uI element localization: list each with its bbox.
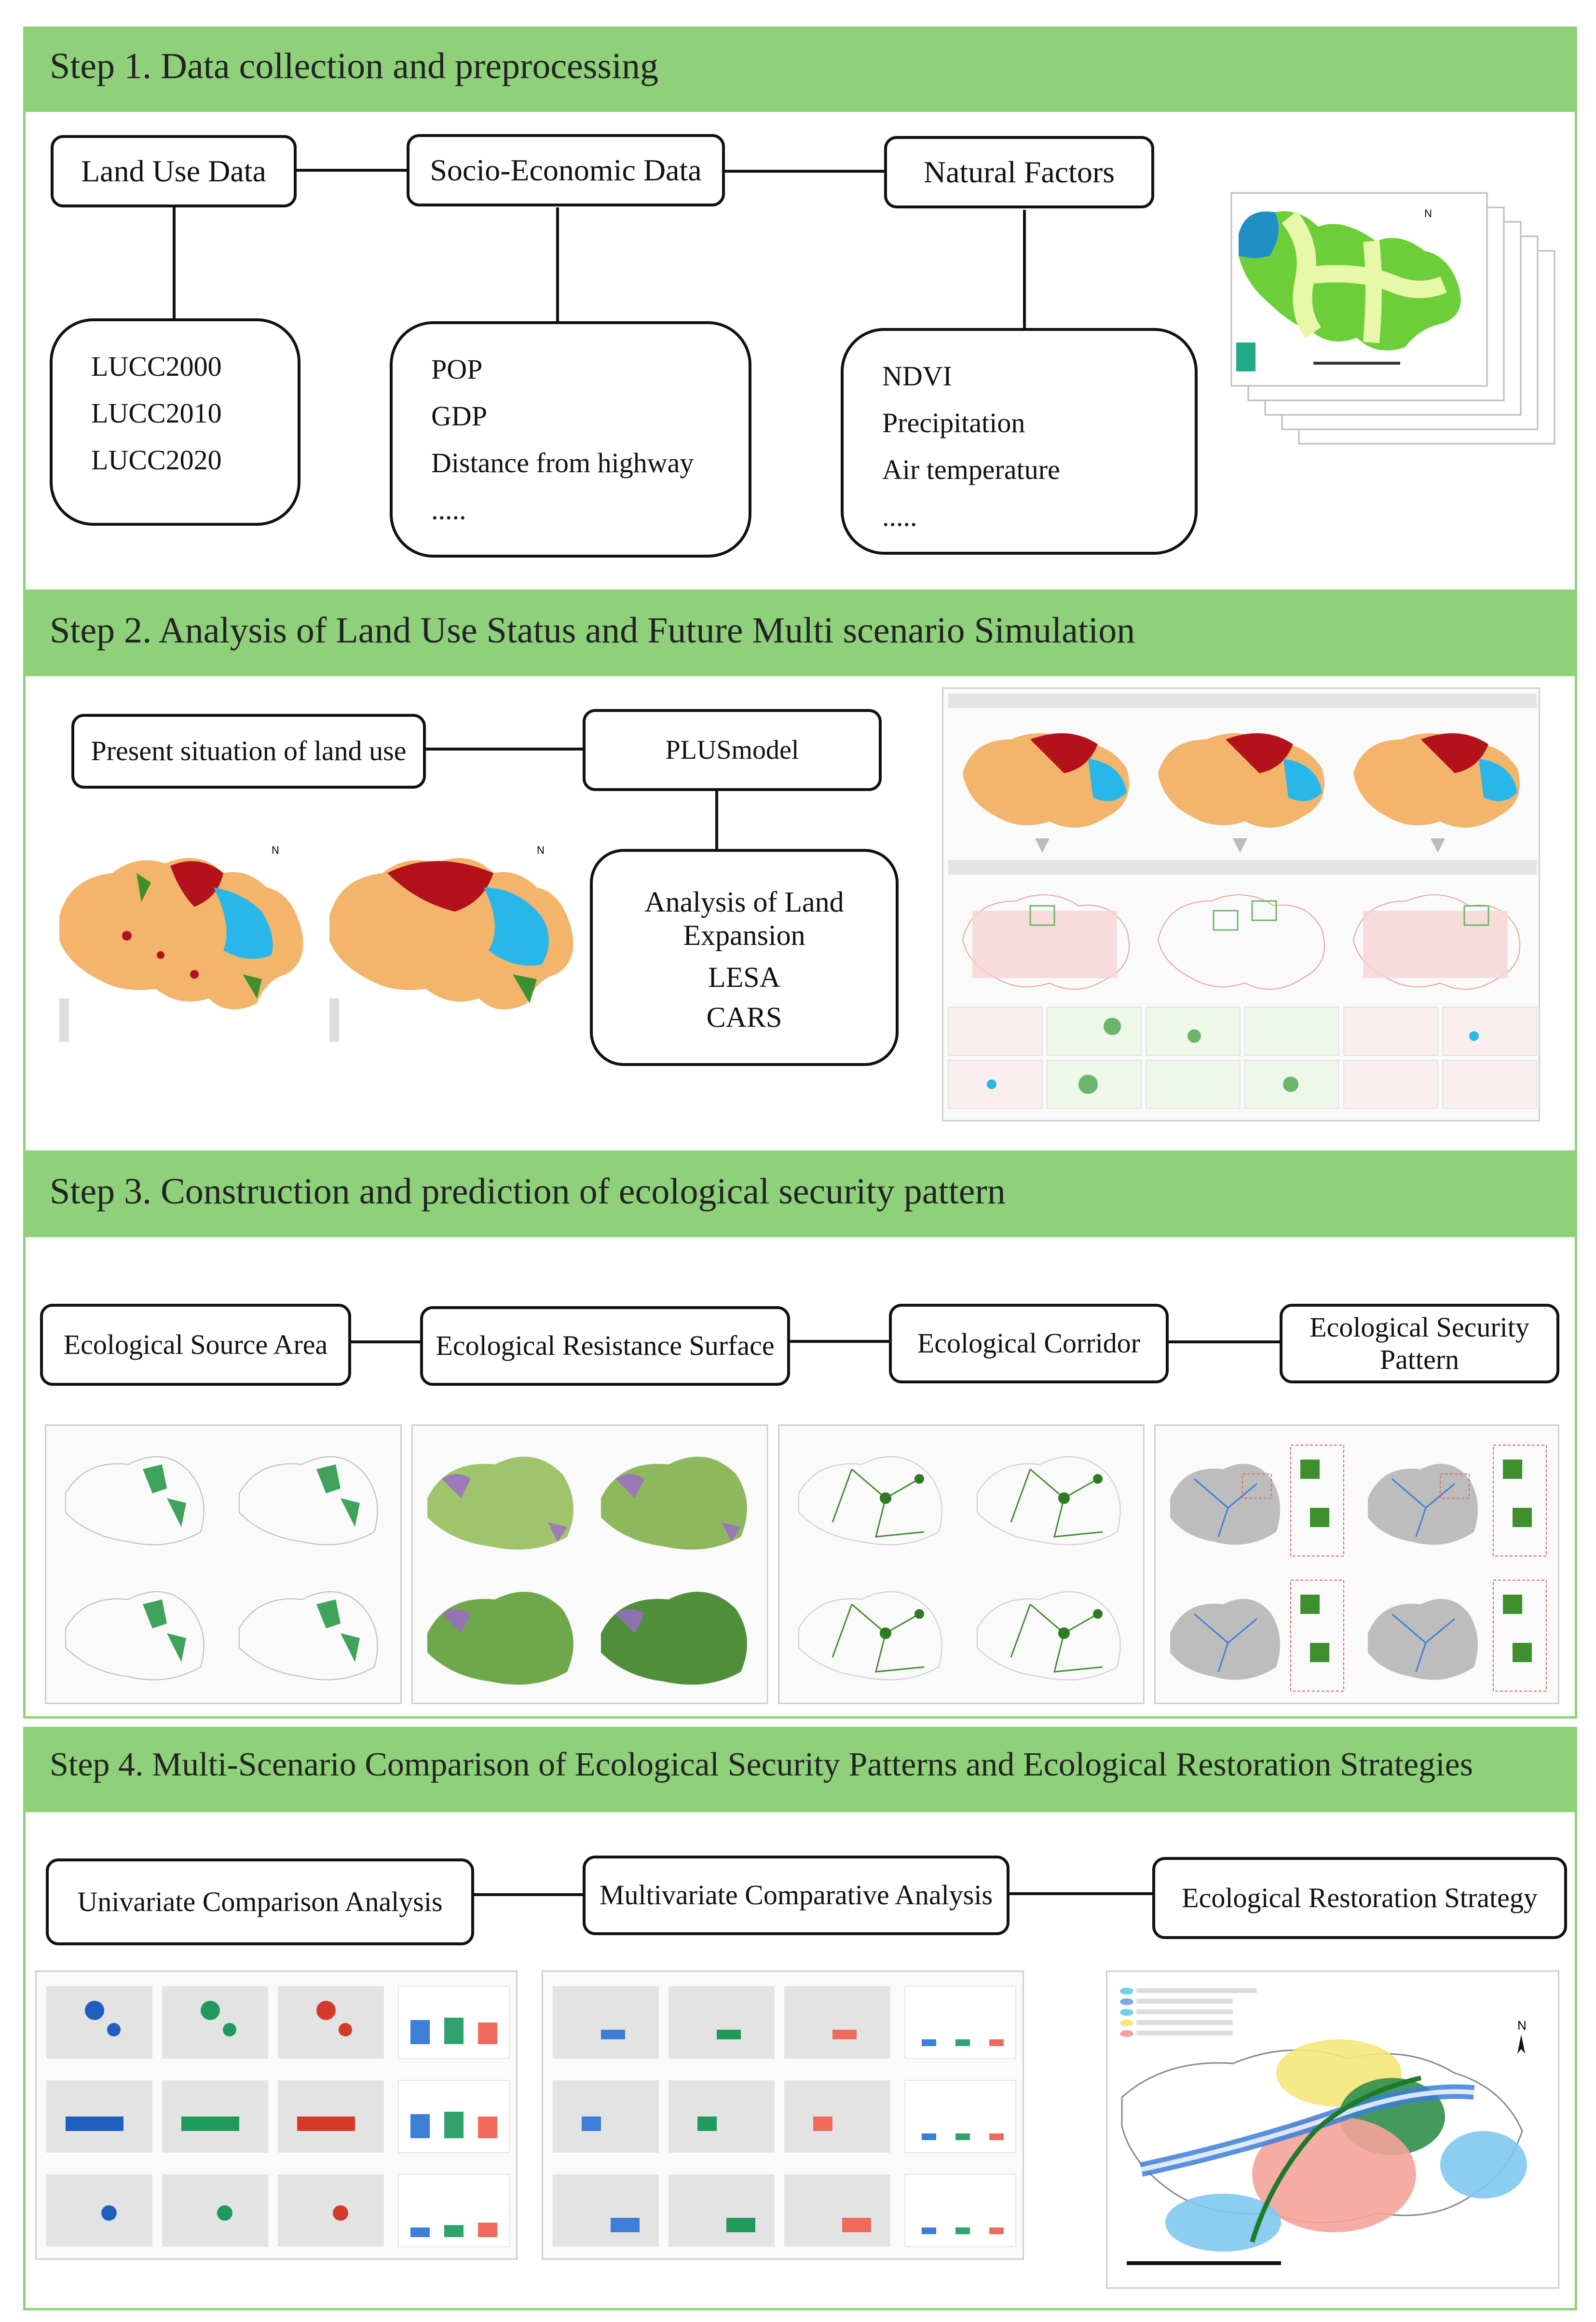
svg-text:N: N bbox=[537, 844, 545, 856]
step1-title: Step 1. Data collection and preprocessin… bbox=[50, 46, 659, 86]
list-item: ..... bbox=[882, 501, 917, 532]
lesa-label: LESA bbox=[708, 961, 780, 993]
ecological-corridor-node: Ecological Corridor bbox=[889, 1304, 1169, 1383]
natural-items-box: NDVI Precipitation Air temperature ..... bbox=[841, 328, 1198, 555]
list-item: Precipitation bbox=[882, 407, 1025, 438]
step2-header: Step 2. Analysis of Land Use Status and … bbox=[26, 593, 1575, 676]
univariate-comparison-node: Univariate Comparison Analysis bbox=[46, 1858, 474, 1945]
land-use-items-box: LUCC2000 LUCC2010 LUCC2020 bbox=[50, 318, 300, 526]
step3-panel: Step 3. Construction and prediction of e… bbox=[23, 1152, 1577, 1719]
connector bbox=[715, 791, 718, 849]
natural-factors-label: Natural Factors bbox=[923, 155, 1115, 190]
connector bbox=[297, 169, 432, 172]
land-use-data-label: Land Use Data bbox=[81, 154, 266, 189]
ecological-restoration-node: Ecological Restoration Strategy bbox=[1152, 1857, 1567, 1939]
svg-text:N: N bbox=[272, 844, 279, 856]
step1-panel: Step 1. Data collection and preprocessin… bbox=[23, 27, 1577, 592]
plus-model-node: PLUSmodel bbox=[583, 709, 882, 791]
connector bbox=[173, 207, 176, 318]
list-item: GDP bbox=[431, 400, 488, 432]
connector bbox=[1023, 210, 1026, 330]
socio-economic-data-label: Socio-Economic Data bbox=[430, 153, 702, 188]
ecological-security-pattern-node: Ecological Security Pattern bbox=[1280, 1304, 1559, 1383]
ecological-corridor-label: Ecological Corridor bbox=[917, 1327, 1141, 1359]
connector bbox=[474, 1893, 609, 1896]
connector bbox=[556, 207, 559, 323]
list-item: LUCC2000 bbox=[91, 351, 222, 382]
list-item: Air temperature bbox=[882, 454, 1060, 485]
ecological-corridor-figure bbox=[778, 1424, 1145, 1704]
step3-title: Step 3. Construction and prediction of e… bbox=[50, 1171, 1006, 1212]
restoration-strategy-map-figure: N bbox=[1106, 1970, 1559, 2289]
ecological-source-area-node: Ecological Source Area bbox=[40, 1304, 351, 1386]
connector bbox=[788, 1340, 908, 1343]
ecological-restoration-label: Ecological Restoration Strategy bbox=[1182, 1882, 1538, 1913]
socio-economic-data-node: Socio-Economic Data bbox=[407, 134, 725, 206]
connector bbox=[351, 1340, 442, 1343]
svg-text:N: N bbox=[1424, 207, 1432, 219]
connector bbox=[1009, 1892, 1154, 1895]
ecological-security-pattern-label: Ecological Security Pattern bbox=[1310, 1311, 1529, 1375]
step3-header: Step 3. Construction and prediction of e… bbox=[26, 1154, 1575, 1237]
ecological-resistance-surface-node: Ecological Resistance Surface bbox=[420, 1306, 790, 1386]
connector bbox=[1169, 1340, 1309, 1343]
natural-factor-maps-figure: N bbox=[1217, 188, 1564, 463]
ecological-security-pattern-figure bbox=[1154, 1424, 1559, 1704]
connector bbox=[725, 170, 908, 173]
plus-model-label: PLUSmodel bbox=[665, 735, 799, 765]
multivariate-comparative-node: Multivariate Comparative Analysis bbox=[583, 1856, 1009, 1935]
ecological-source-area-label: Ecological Source Area bbox=[63, 1328, 328, 1360]
analysis-land-expansion-node: Analysis of Land Expansion LESA CARS bbox=[590, 849, 899, 1066]
univariate-comparison-figure bbox=[35, 1970, 518, 2260]
cars-label: CARS bbox=[706, 1001, 782, 1033]
ecological-resistance-figure bbox=[411, 1424, 768, 1704]
univariate-comparison-label: Univariate Comparison Analysis bbox=[77, 1885, 443, 1917]
list-item: LUCC2020 bbox=[91, 444, 222, 476]
step4-header: Step 4. Multi-Scenario Comparison of Eco… bbox=[26, 1729, 1575, 1812]
land-use-data-node: Land Use Data bbox=[51, 135, 297, 207]
ecological-source-figure bbox=[45, 1424, 402, 1704]
list-item: ..... bbox=[431, 494, 466, 525]
step4-title: Step 4. Multi-Scenario Comparison of Eco… bbox=[50, 1746, 1473, 1783]
land-use-maps-figure: N N bbox=[40, 820, 580, 1056]
ecological-resistance-surface-label: Ecological Resistance Surface bbox=[436, 1330, 775, 1362]
step4-panel: Step 4. Multi-Scenario Comparison of Eco… bbox=[23, 1727, 1577, 2310]
multi-scenario-simulation-figure bbox=[942, 687, 1540, 1121]
svg-text:N: N bbox=[1517, 2018, 1527, 2033]
analysis-title: Analysis of Land Expansion bbox=[644, 886, 844, 951]
list-item: NDVI bbox=[882, 360, 952, 392]
multivariate-comparative-label: Multivariate Comparative Analysis bbox=[599, 1879, 993, 1911]
multivariate-comparative-figure bbox=[542, 1970, 1024, 2260]
step2-panel: Step 2. Analysis of Land Use Status and … bbox=[23, 591, 1577, 1153]
socio-items-box: POP GDP Distance from highway ..... bbox=[390, 321, 751, 558]
present-land-use-label: Present situation of land use bbox=[91, 735, 407, 767]
list-item: POP bbox=[431, 354, 483, 385]
step1-header: Step 1. Data collection and preprocessin… bbox=[26, 29, 1575, 112]
natural-factors-node: Natural Factors bbox=[884, 136, 1154, 208]
connector bbox=[426, 748, 609, 751]
list-item: Distance from highway bbox=[431, 447, 694, 478]
list-item: LUCC2010 bbox=[91, 397, 222, 429]
step2-title: Step 2. Analysis of Land Use Status and … bbox=[50, 610, 1135, 651]
present-land-use-node: Present situation of land use bbox=[71, 714, 426, 789]
